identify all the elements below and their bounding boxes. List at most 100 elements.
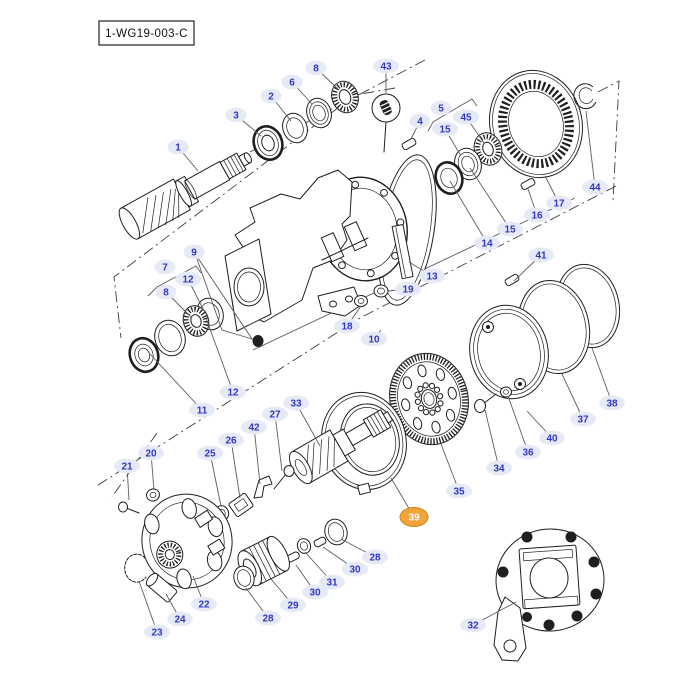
part-label-10[interactable]: 10 xyxy=(361,331,387,347)
svg-text:15: 15 xyxy=(504,225,516,236)
svg-text:29: 29 xyxy=(287,601,299,612)
part-label-1[interactable]: 1 xyxy=(167,139,189,155)
part-label-28-left[interactable]: 28 xyxy=(255,610,281,626)
part-label-15-lower[interactable]: 15 xyxy=(497,221,523,237)
part-label-45[interactable]: 45 xyxy=(453,109,479,125)
part-label-32[interactable]: 32 xyxy=(460,617,486,633)
part-label-19[interactable]: 19 xyxy=(395,281,421,297)
svg-text:4: 4 xyxy=(417,117,423,128)
svg-text:25: 25 xyxy=(204,449,216,460)
svg-text:39: 39 xyxy=(408,513,420,524)
part-label-29[interactable]: 29 xyxy=(280,597,306,613)
part-label-31[interactable]: 31 xyxy=(319,574,345,590)
part-label-36[interactable]: 36 xyxy=(515,444,541,460)
part-label-11[interactable]: 11 xyxy=(189,402,215,418)
part-label-3[interactable]: 3 xyxy=(225,107,247,123)
part-label-9[interactable]: 9 xyxy=(183,244,205,260)
part-label-18[interactable]: 18 xyxy=(334,318,360,334)
svg-text:21: 21 xyxy=(121,462,133,473)
svg-text:18: 18 xyxy=(341,322,353,333)
part-label-5[interactable]: 5 xyxy=(430,100,452,116)
svg-text:12: 12 xyxy=(182,275,194,286)
part-label-22[interactable]: 22 xyxy=(191,596,217,612)
part-label-41[interactable]: 41 xyxy=(528,247,554,263)
housing-lug xyxy=(320,232,345,263)
svg-text:2: 2 xyxy=(268,92,274,103)
svg-text:22: 22 xyxy=(198,600,210,611)
svg-text:3: 3 xyxy=(233,111,239,122)
screw-icon xyxy=(379,99,393,116)
part-label-21[interactable]: 21 xyxy=(114,458,140,474)
part-label-4[interactable]: 4 xyxy=(409,113,431,129)
part-label-30-right[interactable]: 30 xyxy=(342,561,368,577)
svg-text:33: 33 xyxy=(290,399,302,410)
part-label-24[interactable]: 24 xyxy=(167,611,193,627)
part-label-26[interactable]: 26 xyxy=(218,432,244,448)
svg-text:40: 40 xyxy=(546,434,558,445)
part-label-7[interactable]: 7 xyxy=(154,259,176,275)
part-label-15-upper[interactable]: 15 xyxy=(432,121,458,137)
svg-text:28: 28 xyxy=(369,553,381,564)
svg-text:35: 35 xyxy=(453,487,465,498)
part-label-35[interactable]: 35 xyxy=(446,483,472,499)
seal-11 xyxy=(128,336,160,374)
svg-text:42: 42 xyxy=(248,423,260,434)
svg-text:27: 27 xyxy=(269,410,281,421)
drain-plug xyxy=(252,335,264,347)
svg-text:10: 10 xyxy=(368,335,380,346)
washer-28-right xyxy=(324,518,348,546)
part-label-2[interactable]: 2 xyxy=(260,88,282,104)
part-label-13[interactable]: 13 xyxy=(419,268,445,284)
part-label-44[interactable]: 44 xyxy=(582,179,608,195)
part-label-42[interactable]: 42 xyxy=(241,419,267,435)
detail-circle-43 xyxy=(371,93,401,153)
part-label-6[interactable]: 6 xyxy=(281,74,303,90)
part-label-12-upper[interactable]: 12 xyxy=(175,271,201,287)
part-label-8-top[interactable]: 8 xyxy=(305,60,327,76)
part-label-27[interactable]: 27 xyxy=(262,406,288,422)
washer-31 xyxy=(296,538,312,554)
pin-41 xyxy=(504,273,520,287)
part-label-14[interactable]: 14 xyxy=(474,235,500,251)
svg-text:26: 26 xyxy=(225,436,237,447)
svg-text:15: 15 xyxy=(439,125,451,136)
seal-2 xyxy=(282,112,308,144)
svg-text:24: 24 xyxy=(174,615,186,626)
part-label-28-right[interactable]: 28 xyxy=(362,549,388,565)
svg-text:45: 45 xyxy=(460,113,472,124)
part-label-38[interactable]: 38 xyxy=(599,395,625,411)
pin-16 xyxy=(520,178,536,190)
housing-foot xyxy=(317,286,362,317)
svg-text:20: 20 xyxy=(145,449,157,460)
part-label-17[interactable]: 17 xyxy=(546,195,572,211)
part-label-12-lower[interactable]: 12 xyxy=(220,384,246,400)
axle-housing xyxy=(224,169,414,347)
svg-text:14: 14 xyxy=(481,239,493,250)
part-label-23[interactable]: 23 xyxy=(144,624,170,640)
housing-side-plate xyxy=(391,224,414,280)
svg-text:38: 38 xyxy=(606,399,618,410)
svg-text:41: 41 xyxy=(535,251,547,262)
part-label-40[interactable]: 40 xyxy=(539,430,565,446)
part-label-30-left[interactable]: 30 xyxy=(302,584,328,600)
snap-ring-23 xyxy=(124,553,147,583)
svg-text:37: 37 xyxy=(577,415,589,426)
bracket-housing xyxy=(518,544,581,610)
part-label-39[interactable]: 39 xyxy=(399,507,429,527)
part-label-8-left[interactable]: 8 xyxy=(155,284,177,300)
housing-lug xyxy=(343,221,368,252)
bearing-8-left xyxy=(182,305,210,337)
part-label-25[interactable]: 25 xyxy=(197,445,223,461)
bolt-34 xyxy=(474,393,497,413)
pin-24 xyxy=(145,572,178,603)
svg-text:28: 28 xyxy=(262,614,274,625)
part-label-43[interactable]: 43 xyxy=(373,58,399,74)
part-label-16[interactable]: 16 xyxy=(524,207,550,223)
part-label-34[interactable]: 34 xyxy=(486,460,512,476)
part-label-20[interactable]: 20 xyxy=(138,445,164,461)
part-label-33[interactable]: 33 xyxy=(283,395,309,411)
svg-text:5: 5 xyxy=(438,104,444,115)
part-label-37[interactable]: 37 xyxy=(570,411,596,427)
nut-19 xyxy=(373,284,389,298)
